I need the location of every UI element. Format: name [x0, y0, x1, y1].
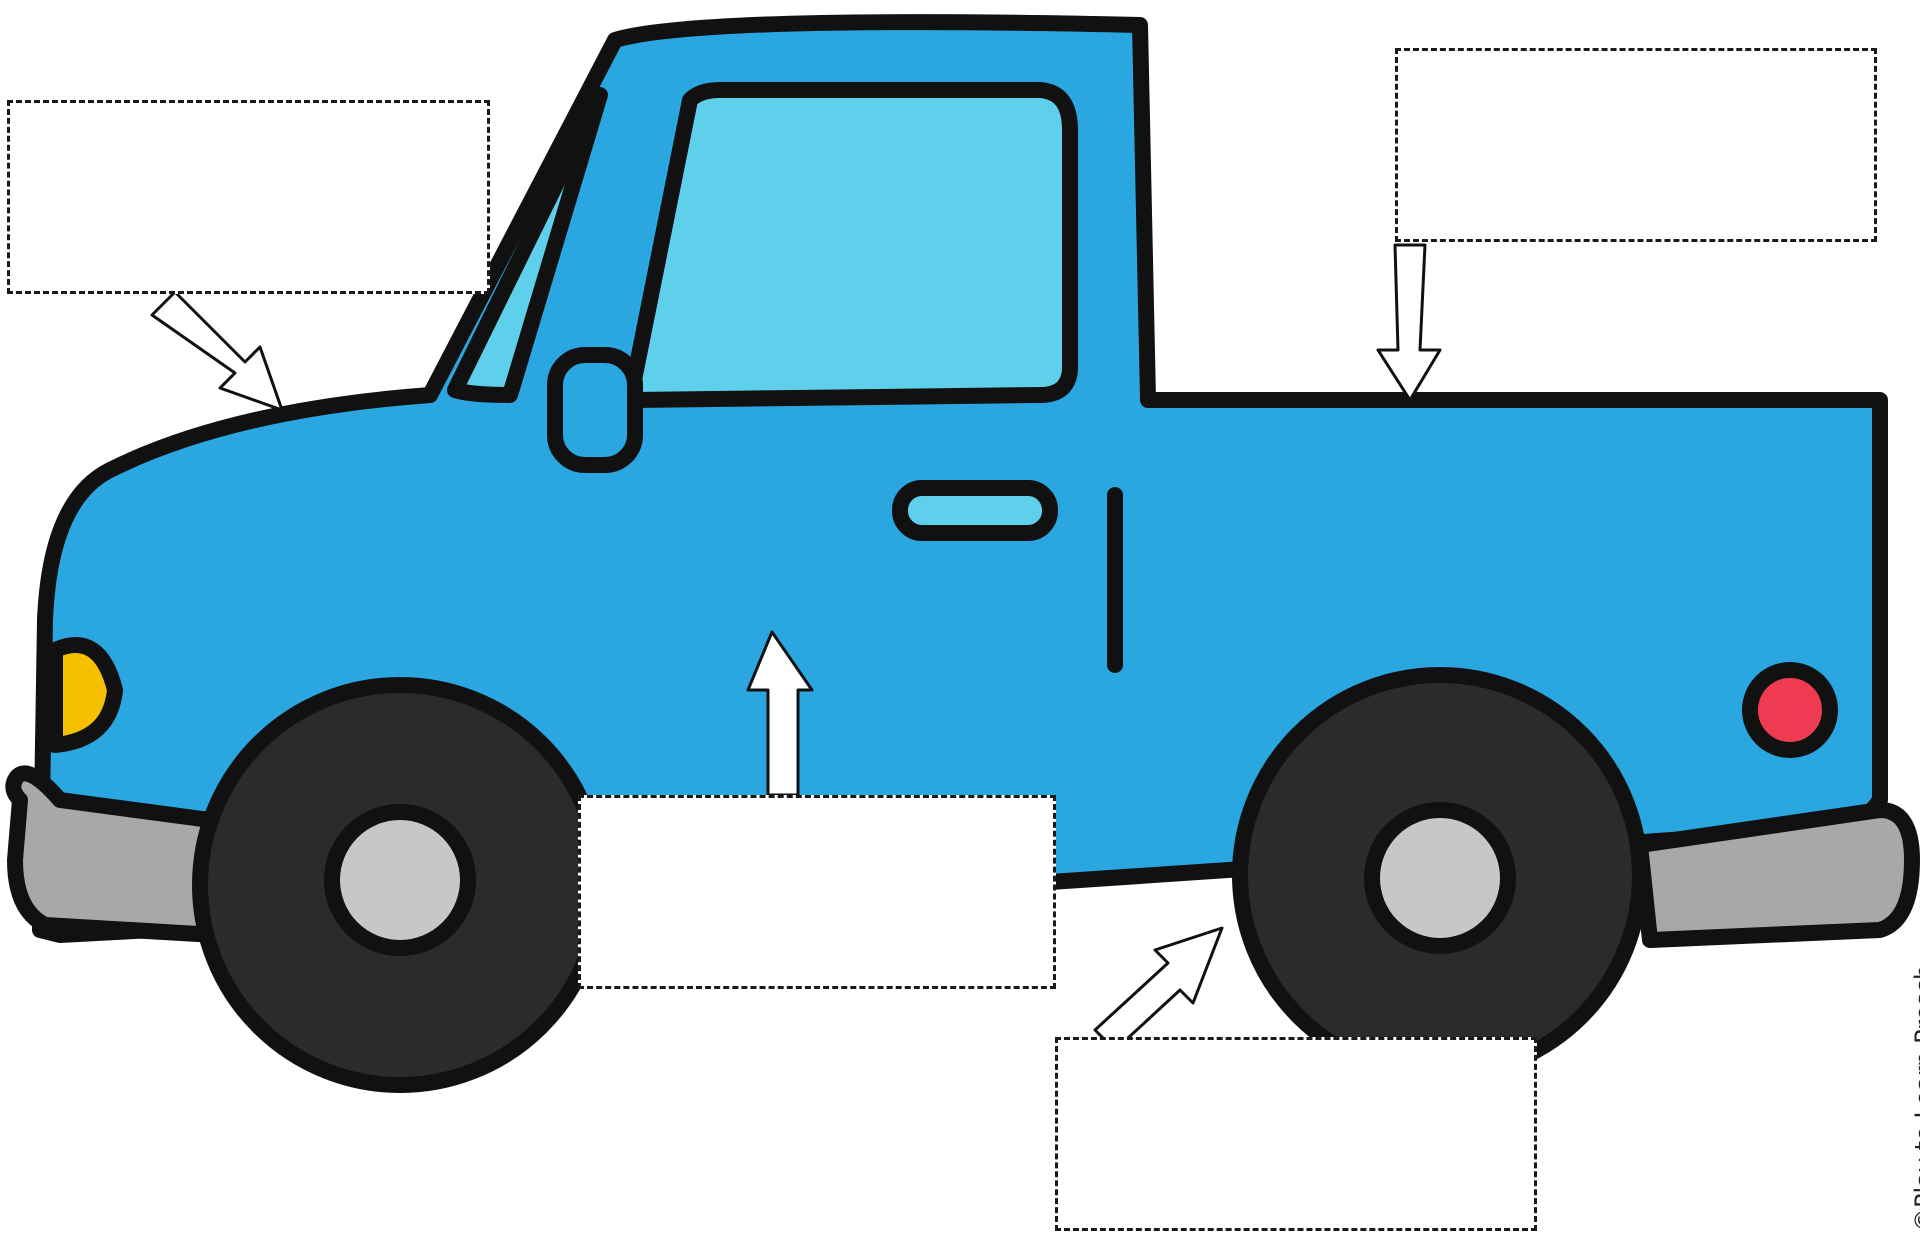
arrow-to-wheel-icon	[1095, 928, 1222, 1050]
rear-hubcap	[1372, 810, 1508, 946]
label-box-door[interactable]	[578, 795, 1056, 989]
side-mirror	[555, 355, 635, 465]
front-hubcap	[332, 812, 468, 948]
taillight	[1750, 670, 1830, 750]
cab-window	[630, 90, 1070, 400]
door-handle	[900, 488, 1050, 533]
arrow-to-truck-bed-icon	[1378, 245, 1440, 400]
headlight	[55, 645, 115, 745]
arrow-to-hood-icon	[152, 292, 282, 410]
copyright-credit: ©Play to Learn Presch	[1910, 965, 1920, 1232]
label-box-hood[interactable]	[7, 100, 490, 294]
label-box-wheel[interactable]	[1055, 1037, 1537, 1231]
label-box-truck-bed[interactable]	[1395, 48, 1877, 242]
